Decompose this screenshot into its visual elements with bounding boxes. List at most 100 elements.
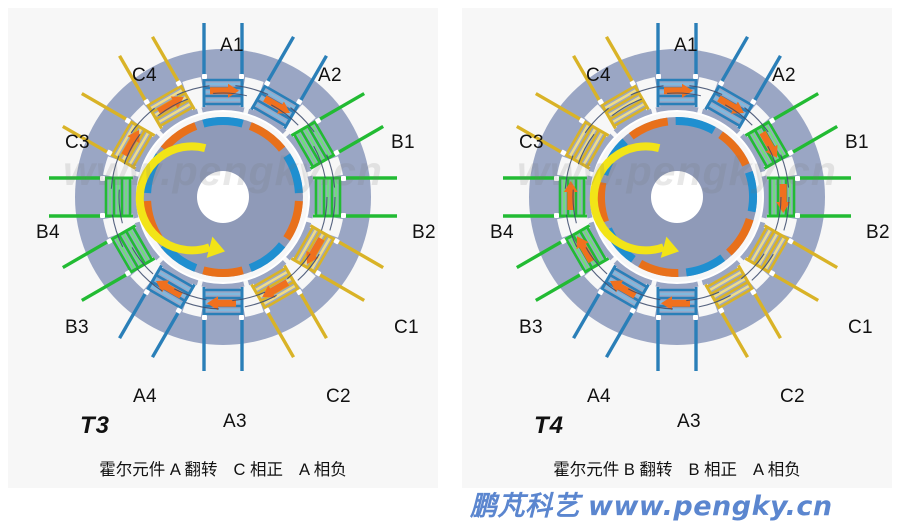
rotor-shaft-bore [651, 171, 703, 223]
rotor-magnet-north [638, 259, 679, 278]
brand-cn-text: 鹏芃科艺 [470, 491, 580, 521]
rotor-magnet-south [248, 242, 286, 272]
rotor-magnet-north [248, 122, 286, 152]
coil-lead [604, 309, 635, 359]
coil-label-c1: C1 [848, 317, 873, 338]
coil-lead [335, 239, 385, 270]
rotor-magnet-south [745, 170, 757, 213]
phase-wiring-traces [110, 84, 336, 310]
stator-coil [704, 264, 782, 359]
current-arrow-head [156, 280, 170, 293]
current-direction-arrow [578, 242, 595, 264]
rotor-shaft-bore [197, 171, 249, 223]
stator-coil [744, 92, 839, 170]
coil-lead [118, 290, 149, 340]
coil-label-b3: B3 [65, 317, 89, 338]
stator-coil [202, 287, 244, 371]
stator-coil [61, 224, 156, 302]
stator-coil [118, 264, 196, 359]
coil-lead [751, 54, 782, 104]
current-arrow-head [765, 144, 778, 158]
stator-coil [503, 176, 587, 218]
stator-coil [656, 287, 698, 371]
coil-label-b2: B2 [412, 222, 436, 243]
coil-label-a1: A1 [220, 35, 244, 56]
current-direction-arrow [156, 98, 178, 115]
current-arrow-head [563, 181, 578, 192]
rotor-magnet-north [718, 131, 750, 167]
rotor-magnet-north [726, 218, 754, 256]
current-arrow-head [170, 96, 184, 109]
motor-panel-t3: www.pengky.cnA1A2B1B2C1C2A3A4B3B4C3C4T3霍… [8, 8, 438, 488]
current-direction-arrow [717, 95, 738, 112]
coil-lead [770, 271, 820, 302]
current-direction-arrow [263, 95, 284, 112]
current-direction-arrow [308, 237, 325, 258]
stator-coil [744, 224, 839, 302]
stator-coils [503, 23, 851, 371]
rotor [589, 116, 757, 278]
current-direction-arrow [616, 282, 637, 299]
coil-label-c2: C2 [780, 386, 805, 407]
coil-lead [335, 124, 385, 155]
coil-lead [61, 239, 111, 270]
rotation-arrow-arc [589, 142, 665, 255]
coil-lead [80, 271, 130, 302]
current-arrow-head [207, 296, 218, 311]
rotor-magnet-south [675, 116, 716, 135]
stator-coil [572, 264, 650, 359]
current-direction-arrow [121, 136, 138, 157]
rotor-magnet-north [160, 122, 198, 152]
current-arrow-head [576, 236, 589, 250]
coil-label-a4: A4 [133, 386, 157, 407]
coil-lead [316, 271, 366, 302]
coil-lead [150, 309, 181, 359]
current-arrow-head [262, 285, 276, 298]
caption-part: A 相负 [753, 461, 801, 479]
rotation-arrow-arc [135, 142, 211, 255]
rotation-arrow-head [206, 236, 225, 258]
rotor [135, 117, 303, 277]
coil-label-a4: A4 [587, 386, 611, 407]
stator-coil [515, 92, 610, 170]
coil-label-c1: C1 [394, 317, 419, 338]
motor-panel-t4: www.pengky.cnA1A2B1B2C1C2A3A4B3B4C3C4T4霍… [462, 8, 892, 488]
coil-label-a3: A3 [223, 411, 247, 432]
coil-lead [789, 124, 839, 155]
current-arrow-head [610, 280, 624, 293]
rotation-arrow-head [660, 236, 679, 258]
coil-lead [265, 309, 296, 359]
stator-coil [290, 224, 385, 302]
current-direction-arrow [268, 279, 290, 296]
rotor-magnet-south [202, 117, 244, 128]
coil-lead [572, 290, 603, 340]
coil-label-c3: C3 [65, 132, 90, 153]
coil-lead [297, 290, 328, 340]
stator-coil [250, 264, 328, 359]
coil-lead [534, 271, 584, 302]
coil-lead [297, 54, 328, 104]
stator-coil [704, 35, 782, 130]
motor-cross-section [502, 22, 852, 372]
coil-lead [604, 35, 635, 85]
coil-lead [534, 92, 584, 123]
current-direction-arrow [162, 282, 183, 299]
coil-label-b4: B4 [490, 222, 514, 243]
caption-part: A 相负 [299, 461, 347, 479]
stator-coil [767, 176, 851, 218]
coil-lead [150, 35, 181, 85]
coil-lead [719, 35, 750, 85]
brand-watermark: 鹏芃科艺 www.pengky.cn [470, 484, 833, 523]
current-arrow-head [661, 296, 672, 311]
rotor-magnet-north [143, 200, 163, 241]
current-arrow-head [228, 83, 239, 98]
coil-lead [572, 54, 603, 104]
coil-lead [719, 309, 750, 359]
stator-coil [202, 23, 244, 107]
stator-coil [290, 92, 385, 170]
stator-coil [250, 35, 328, 130]
rotor-magnet-north [283, 200, 303, 241]
rotor-magnet-north [628, 117, 669, 140]
stator-coil [313, 176, 397, 218]
